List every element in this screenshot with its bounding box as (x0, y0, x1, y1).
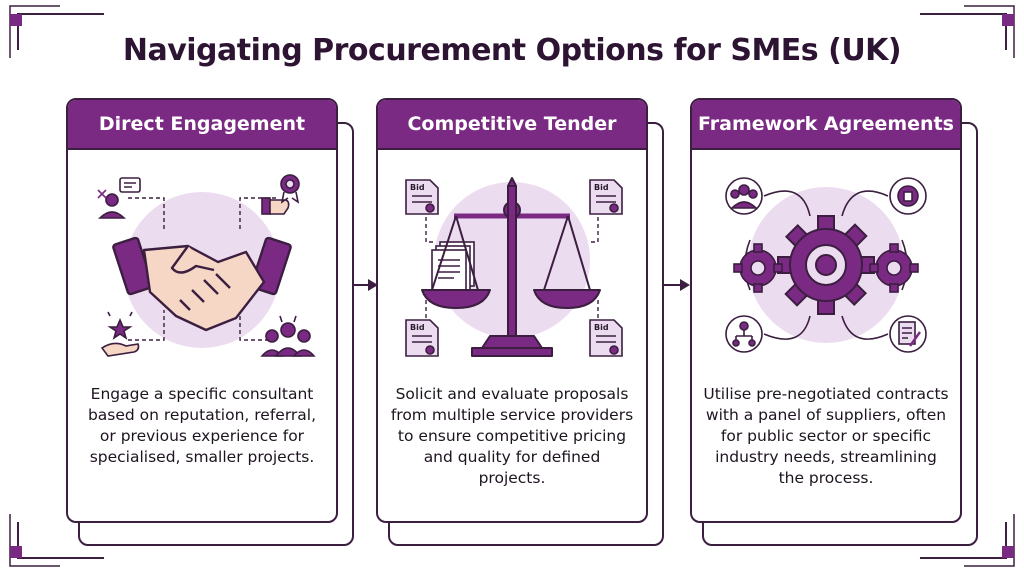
bid-document-icon: Bid (589, 319, 623, 357)
corner-bracket-top-left (9, 5, 104, 58)
card-description: Engage a specific consultant based on re… (87, 385, 317, 466)
card-illustration: Bid Bid Bid Bid (405, 177, 623, 357)
card-body: Competitive Tender Bid (376, 98, 648, 523)
contract-icon (889, 315, 927, 353)
handshake-icon (112, 236, 292, 332)
card-direct-engagement: Direct Engagement (66, 98, 354, 546)
card-heading: Competitive Tender (378, 100, 646, 150)
card-body: Framework Agreements (690, 98, 962, 523)
corner-bracket-bottom-right (920, 514, 1015, 567)
card-framework-agreements: Framework Agreements (690, 98, 978, 546)
card-description: Utilise pre-negotiated contracts with a … (703, 385, 949, 487)
person-message-icon (97, 177, 141, 219)
bid-document-icon: Bid (589, 179, 623, 215)
page-title: Navigating Procurement Options for SMEs … (122, 33, 902, 68)
card-description: Solicit and evaluate proposals from mult… (390, 385, 634, 487)
team-icon (725, 177, 763, 215)
card-heading: Framework Agreements (692, 100, 960, 150)
bid-document-icon: Bid (405, 179, 439, 215)
central-gear-icon (777, 215, 875, 315)
bid-document-icon: Bid (405, 319, 439, 357)
org-chart-icon (725, 315, 763, 353)
svg-text:Bid: Bid (594, 323, 609, 332)
svg-text:Bid: Bid (410, 323, 425, 332)
card-heading: Direct Engagement (68, 100, 336, 150)
corner-bracket-bottom-left (9, 514, 104, 567)
card-illustration (725, 177, 927, 353)
card-illustration (97, 174, 316, 357)
gear-icon (733, 243, 783, 293)
gear-icon (869, 243, 919, 293)
card-competitive-tender: Competitive Tender Bid (376, 98, 664, 546)
balance-scale-icon (421, 177, 601, 357)
thumbs-up-award-icon (261, 174, 300, 215)
gear-doc-icon (889, 177, 927, 215)
card-body: Direct Engagement (66, 98, 338, 523)
corner-bracket-top-right (920, 5, 1015, 58)
svg-text:Bid: Bid (410, 183, 425, 192)
star-hand-icon (100, 311, 140, 357)
group-icon (260, 315, 316, 357)
svg-text:Bid: Bid (594, 183, 609, 192)
